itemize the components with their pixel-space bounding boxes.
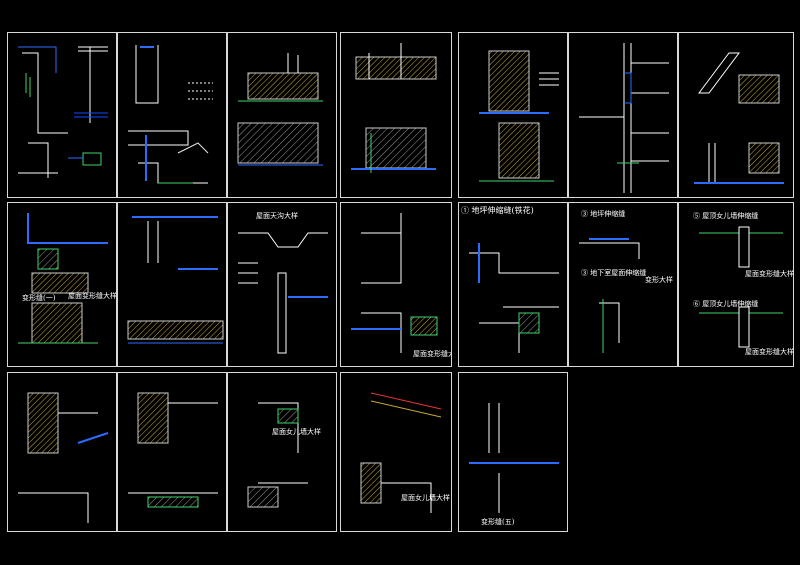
sheet-r3c3: 屋面女儿墙大样 xyxy=(227,372,337,532)
sheet-r1c6-drawing xyxy=(579,43,669,193)
sheet-r2c5-heading: ① 地坪伸缩缝(铁花) xyxy=(461,206,534,215)
sheet-r3c4: 屋面女儿墙大样 xyxy=(340,372,452,532)
sheet-r1c5-drawing xyxy=(479,50,559,182)
sheet-r1c3-drawing xyxy=(237,53,323,166)
sheet-r2c4-drawing xyxy=(351,213,438,353)
sheet-r3c5-drawing xyxy=(469,403,559,513)
sheet-r2c5: ① 地坪伸缩缝(铁花) xyxy=(458,202,568,367)
sheet-r3c5-caption: 变形缝(五) xyxy=(481,518,515,526)
sheet-r2c1-caption: 屋面变形缝大样 xyxy=(68,292,117,300)
sheet-r1c7 xyxy=(678,32,794,198)
sheet-r2c7: ⑤ 屋顶女儿墙伸缩缝 屋面变形缝大样 ⑥ 屋顶女儿墙伸缩缝 屋面变形缝大样 xyxy=(678,202,794,367)
sheet-r3c4-drawing xyxy=(360,392,442,513)
sheet-r1c1-drawing xyxy=(18,46,108,178)
sheet-r1c4 xyxy=(340,32,452,198)
sheet-r2c7-heading2: ⑥ 屋顶女儿墙伸缩缝 xyxy=(693,300,759,308)
sheet-r2c4: 屋面变形缝大样 xyxy=(340,202,452,367)
sheet-r2c6-note: 变形大样 xyxy=(645,276,673,284)
sheet-r2c1-drawing xyxy=(18,213,108,344)
sheet-r3c2 xyxy=(117,372,227,532)
sheet-r2c7-caption: 屋面变形缝大样 xyxy=(745,270,794,278)
sheet-r2c2-drawing xyxy=(127,216,224,344)
sheet-r3c5: 变形缝(五) xyxy=(458,372,568,532)
sheet-r2c3: 屋面天沟大样 xyxy=(227,202,337,367)
sheet-r1c4-drawing xyxy=(351,43,437,173)
sheet-r2c6-drawing xyxy=(579,238,640,353)
sheet-r1c2-drawing xyxy=(128,45,213,184)
sheet-r2c6-heading2: ③ 地下室屋面伸缩缝 xyxy=(581,269,647,277)
sheet-r3c3-drawing xyxy=(247,402,308,508)
sheet-r2c7-heading: ⑤ 屋顶女儿墙伸缩缝 xyxy=(693,212,759,220)
sheet-r2c7-drawing xyxy=(699,226,783,348)
sheet-r2c3-drawing xyxy=(238,232,328,354)
sheet-r3c2-drawing xyxy=(128,392,218,508)
sheet-r2c6: ③ 地坪伸缩缝 ③ 地下室屋面伸缩缝 变形大样 xyxy=(568,202,678,367)
sheet-r2c7-caption2: 屋面变形缝大样 xyxy=(745,348,794,356)
sheet-r2c3-caption: 屋面天沟大样 xyxy=(256,212,298,220)
sheet-r3c1-drawing xyxy=(18,392,109,523)
sheet-r2c4-caption: 屋面变形缝大样 xyxy=(413,350,451,358)
sheet-r2c6-heading: ③ 地坪伸缩缝 xyxy=(581,210,626,218)
sheet-r2c2 xyxy=(117,202,227,367)
sheet-r1c6 xyxy=(568,32,678,198)
sheet-r1c7-drawing xyxy=(694,52,784,184)
sheet-r3c1 xyxy=(7,372,117,532)
sheet-r1c1 xyxy=(7,32,117,198)
sheet-r1c5 xyxy=(458,32,568,198)
sheet-r3c4-caption: 屋面女儿墙大样 xyxy=(401,494,450,502)
sheet-r2c1: 屋面变形缝大样 变形缝(一) xyxy=(7,202,117,367)
sheet-r3c3-caption: 屋面女儿墙大样 xyxy=(272,428,321,436)
sheet-r1c2 xyxy=(117,32,227,198)
sheet-r2c5-drawing xyxy=(469,243,559,353)
sheet-r2c1-subcaption: 变形缝(一) xyxy=(22,294,56,302)
sheet-r1c3 xyxy=(227,32,337,198)
